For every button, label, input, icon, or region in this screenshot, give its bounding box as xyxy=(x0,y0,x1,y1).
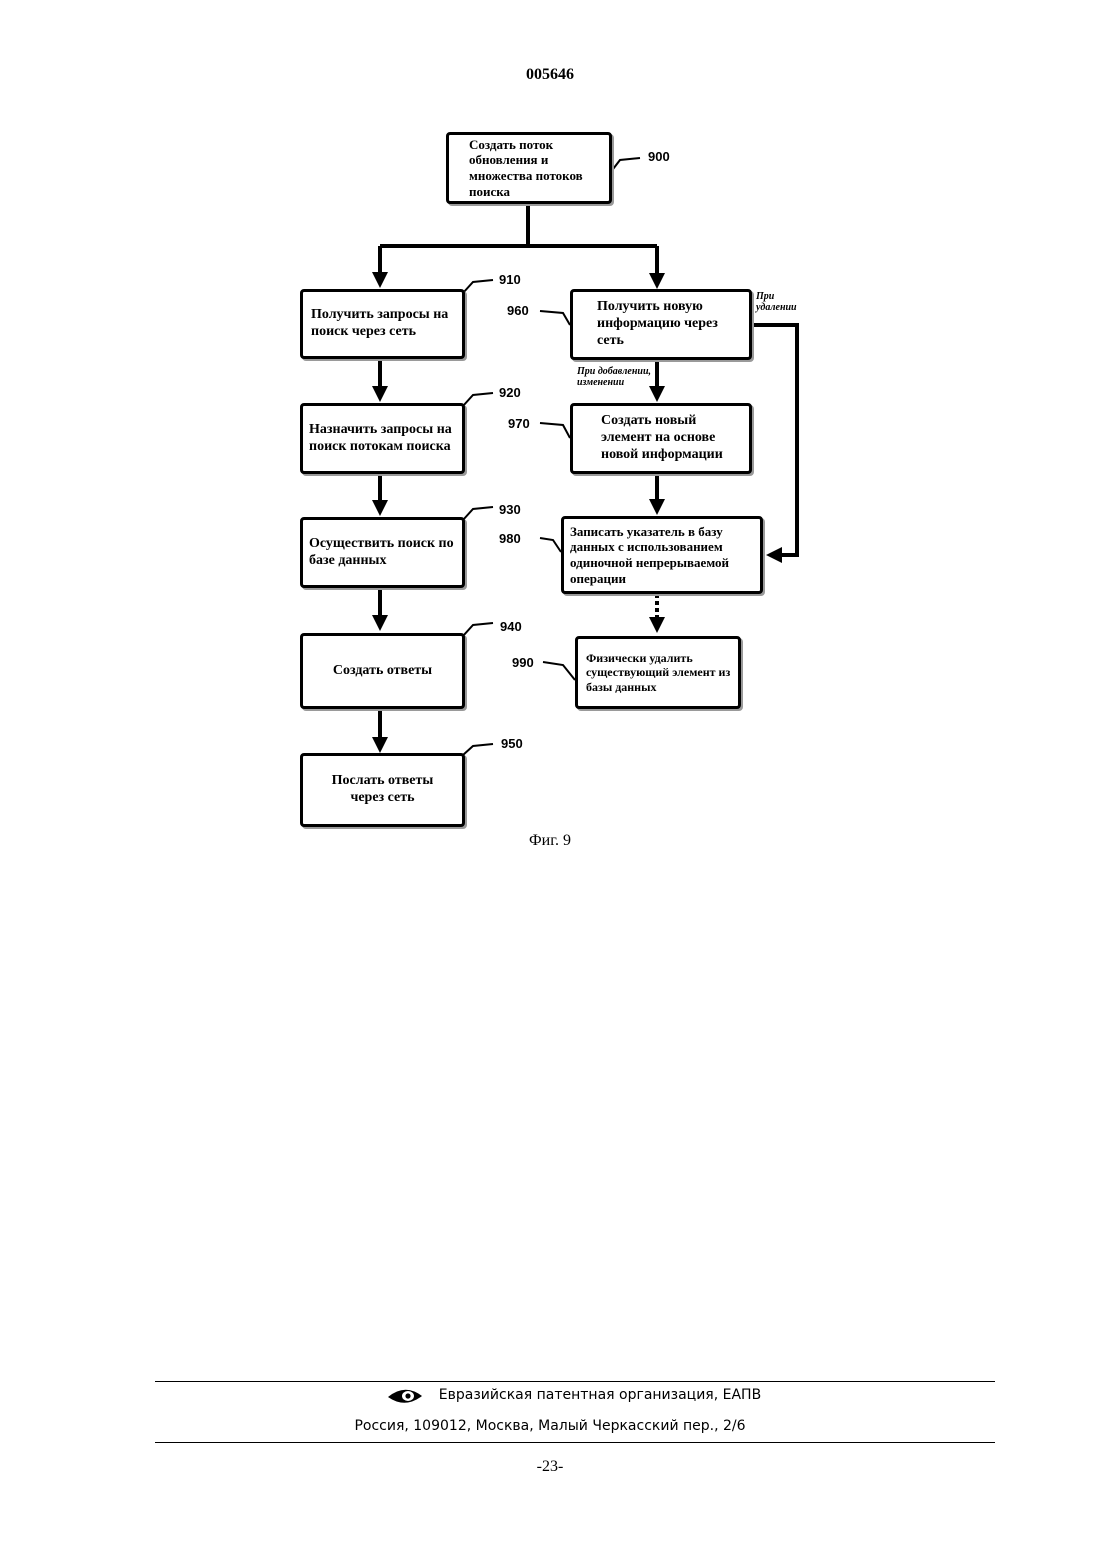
ref-990: 990 xyxy=(512,655,534,670)
ref-970: 970 xyxy=(508,416,530,431)
step-940-text: Создать ответы xyxy=(333,663,432,680)
step-950-box: Послать ответы через сеть xyxy=(300,753,465,827)
step-960-text: Получить новую информацию через сеть xyxy=(597,299,739,349)
ref-940: 940 xyxy=(500,619,522,634)
step-980-text: Записать указатель в базу данных с испол… xyxy=(570,524,756,586)
ref-910: 910 xyxy=(499,272,521,287)
note-on-add-change: При добавлении, изменении xyxy=(577,366,659,388)
step-980-box: Записать указатель в базу данных с испол… xyxy=(561,516,763,594)
step-930-text: Осуществить поиск по базе данных xyxy=(309,536,462,570)
ref-950: 950 xyxy=(501,736,523,751)
footer-top-rule xyxy=(155,1381,995,1382)
ref-930: 930 xyxy=(499,502,521,517)
step-970-text: Создать новый элемент на основе новой ин… xyxy=(601,413,749,463)
ref-900: 900 xyxy=(648,149,670,164)
step-940-box: Создать ответы xyxy=(300,633,465,709)
ref-980: 980 xyxy=(499,531,521,546)
step-900-text: Создать поток обновления и множества пот… xyxy=(469,137,609,199)
note-on-delete: При удалении xyxy=(756,291,804,313)
step-900-box: Создать поток обновления и множества пот… xyxy=(446,132,612,204)
step-920-text: Назначить запросы на поиск потокам поиск… xyxy=(309,422,462,456)
step-910-text: Получить запросы на поиск через сеть xyxy=(311,307,462,341)
step-990-box: Физически удалить существующий элемент и… xyxy=(575,636,741,709)
step-950-text: Послать ответы через сеть xyxy=(323,773,442,807)
figure-caption: Фиг. 9 xyxy=(0,832,1100,850)
step-920-box: Назначить запросы на поиск потокам поиск… xyxy=(300,403,465,474)
footer-org: Евразийская патентная организация, ЕАПВ xyxy=(0,1387,1100,1403)
step-990-text: Физически удалить существующий элемент и… xyxy=(586,651,738,694)
ref-920: 920 xyxy=(499,385,521,400)
step-970-box: Создать новый элемент на основе новой ин… xyxy=(570,403,752,474)
step-960-box: Получить новую информацию через сеть xyxy=(570,289,752,360)
page-number: -23- xyxy=(0,1458,1100,1476)
footer-bottom-rule xyxy=(155,1442,995,1443)
ref-960: 960 xyxy=(507,303,529,318)
step-910-box: Получить запросы на поиск через сеть xyxy=(300,289,465,359)
footer-address: Россия, 109012, Москва, Малый Черкасский… xyxy=(0,1418,1100,1434)
step-930-box: Осуществить поиск по базе данных xyxy=(300,517,465,588)
